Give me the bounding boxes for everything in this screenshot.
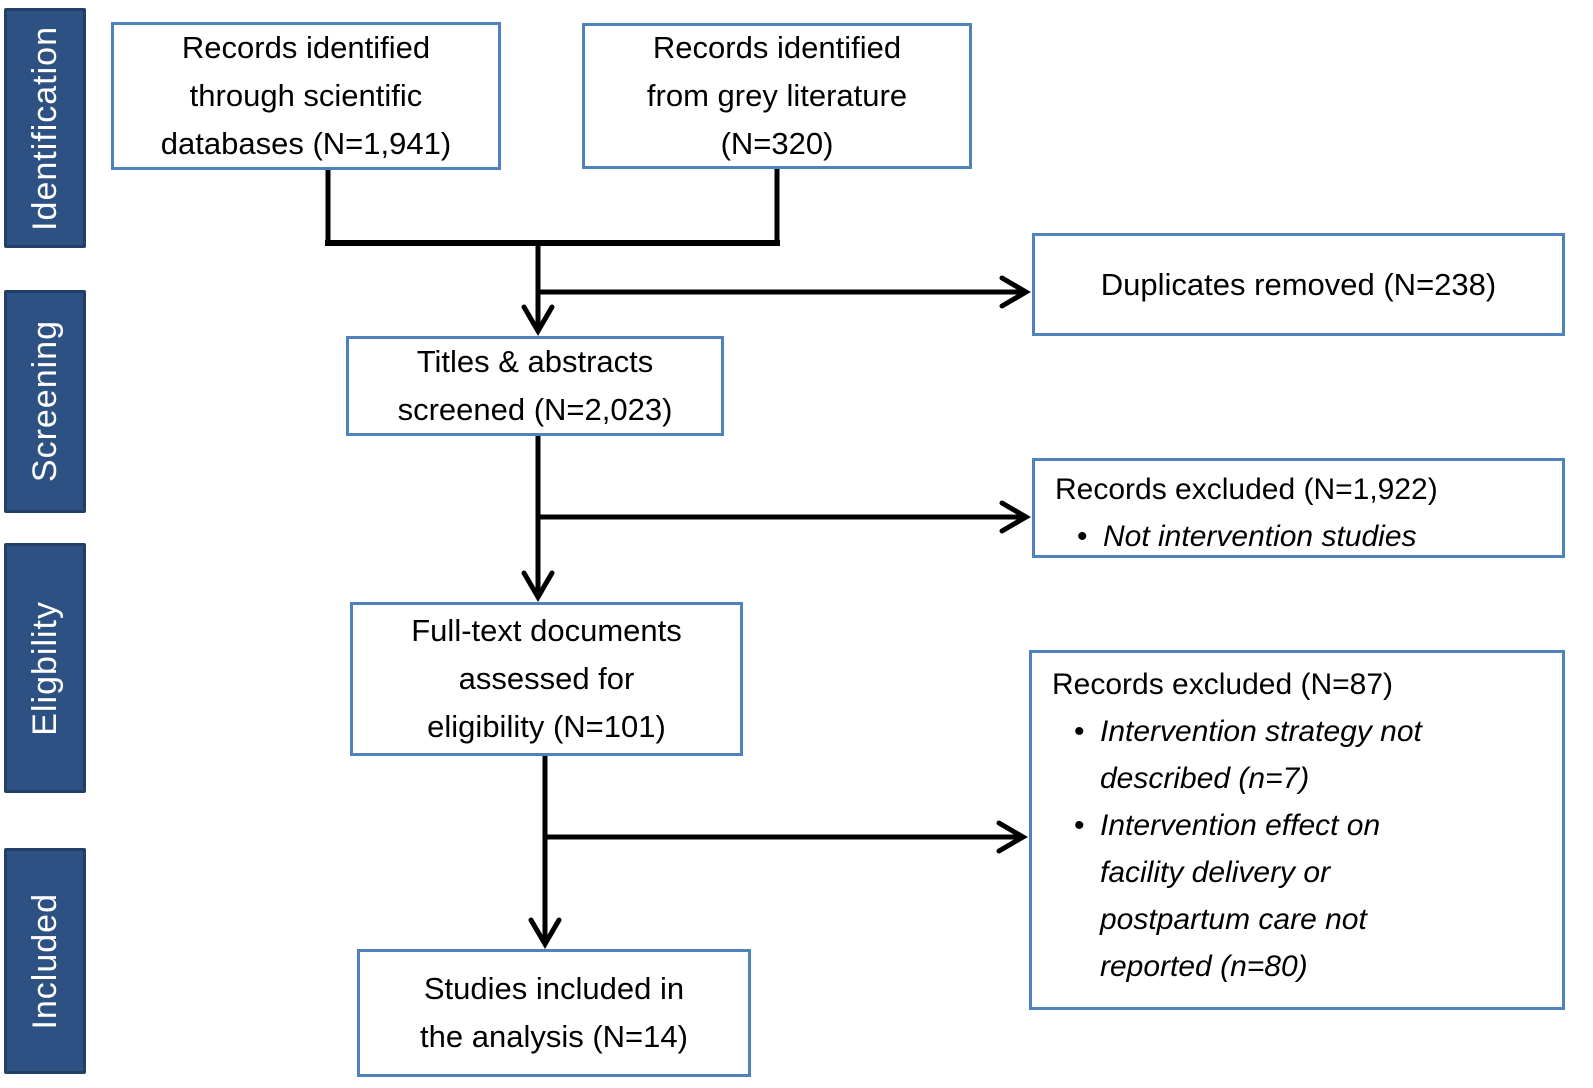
box-titles-abstracts-screened: Titles & abstracts screened (N=2,023): [346, 336, 724, 436]
stage-identification: Identification: [4, 8, 86, 248]
box-records-identified-databases: Records identified through scientific da…: [111, 22, 501, 170]
excluded-eligibility-bullet-2-text: Intervention effect on facility delivery…: [1100, 809, 1381, 983]
box-studies-included: Studies included in the analysis (N=14): [357, 949, 751, 1077]
excluded-screening-title: Records excluded (N=1,922): [1055, 473, 1438, 506]
stage-included-label: Included: [25, 892, 64, 1030]
excluded-eligibility-bullet-2: • Intervention effect on facility delive…: [1052, 802, 1552, 990]
box-records-excluded-eligibility: Records excluded (N=87) • Intervention s…: [1029, 650, 1565, 1010]
bullet-icon: •: [1074, 809, 1085, 842]
excluded-eligibility-bullet-1: • Intervention strategy not described (n…: [1052, 708, 1552, 802]
stage-eligibility: Eligbility: [4, 543, 86, 793]
bullet-icon: •: [1077, 520, 1088, 553]
excluded-screening-bullet: • Not intervention studies: [1055, 513, 1552, 560]
box-records-excluded-screening: Records excluded (N=1,922) • Not interve…: [1032, 458, 1565, 558]
box-duplicates-removed: Duplicates removed (N=238): [1032, 233, 1565, 336]
excluded-eligibility-title: Records excluded (N=87): [1052, 668, 1394, 701]
stage-screening-label: Screening: [25, 320, 64, 483]
stage-included: Included: [4, 848, 86, 1074]
stage-eligibility-label: Eligbility: [25, 600, 64, 736]
box-records-identified-grey-literature: Records identified from grey literature …: [582, 23, 972, 169]
excluded-screening-bullet-text: Not intervention studies: [1103, 520, 1417, 553]
stage-identification-label: Identification: [25, 25, 64, 231]
excluded-eligibility-bullet-1-text: Intervention strategy not described (n=7…: [1100, 715, 1422, 795]
box-fulltext-assessed: Full-text documents assessed for eligibi…: [350, 602, 743, 756]
bullet-icon: •: [1074, 715, 1085, 748]
stage-screening: Screening: [4, 290, 86, 513]
